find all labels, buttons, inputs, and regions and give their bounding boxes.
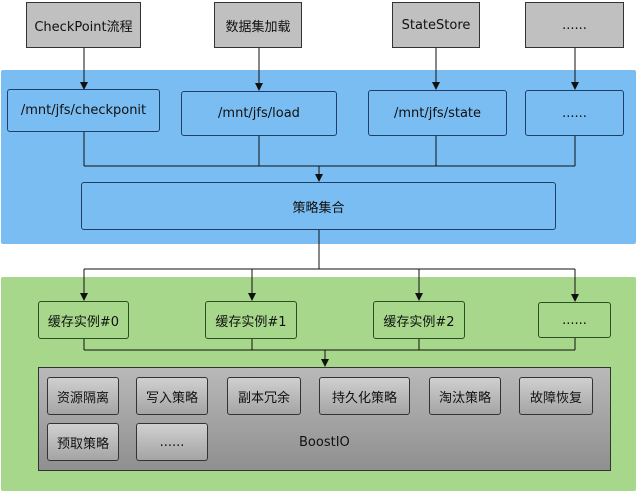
path-checkpoint: /mnt/jfs/checkponit — [7, 89, 160, 132]
strategy-write: 写入策略 — [136, 377, 208, 415]
source-checkpoint: CheckPoint流程 — [26, 2, 141, 48]
strategy-fault-recovery: 故障恢复 — [519, 377, 593, 415]
boostio-label: BoostIO — [299, 435, 350, 450]
strategy-eviction: 淘汰策略 — [429, 377, 501, 415]
cache-instance-2: 缓存实例#2 — [373, 301, 465, 339]
path-more: ...... — [525, 90, 624, 136]
path-load: /mnt/jfs/load — [181, 91, 337, 136]
strategy-resource-isolation: 资源隔离 — [47, 377, 119, 415]
source-statestore: StateStore — [392, 2, 480, 48]
source-more: ...... — [525, 2, 624, 48]
strategy-persistence: 持久化策略 — [319, 377, 410, 415]
path-state: /mnt/jfs/state — [368, 90, 507, 136]
cache-instance-0: 缓存实例#0 — [38, 301, 129, 339]
cache-instance-1: 缓存实例#1 — [205, 301, 297, 339]
strategy-prefetch: 预取策略 — [47, 423, 119, 461]
policy-set: 策略集合 — [81, 182, 556, 230]
cache-instance-more: ...... — [538, 302, 611, 338]
source-dataset-load: 数据集加载 — [214, 2, 302, 48]
strategy-replica-redundancy: 副本冗余 — [227, 377, 301, 415]
strategy-more: ...... — [136, 423, 208, 461]
